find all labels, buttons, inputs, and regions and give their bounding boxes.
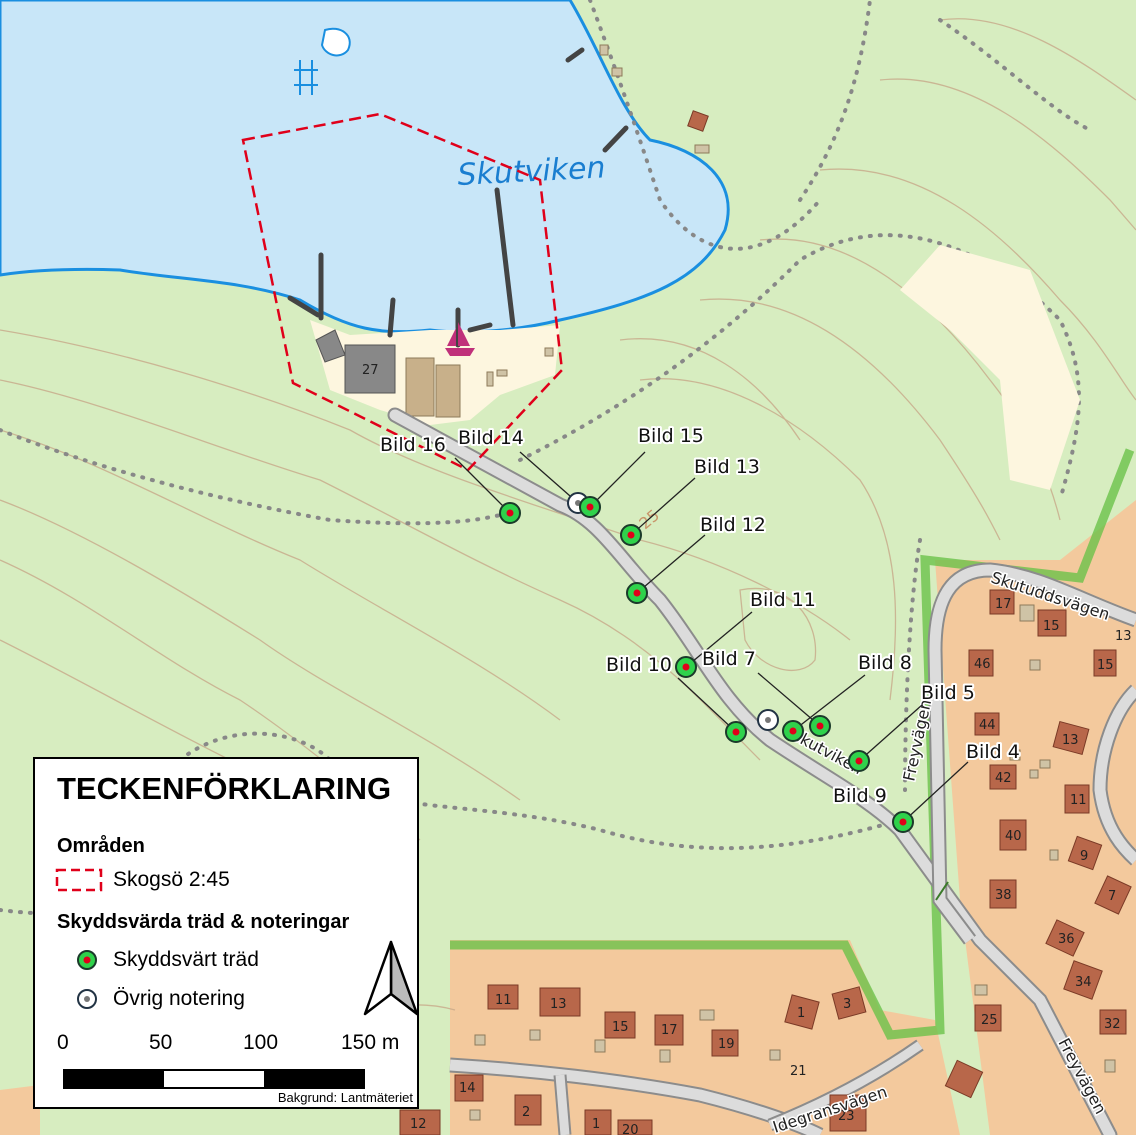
svg-text:11: 11 <box>1070 793 1087 808</box>
svg-text:34: 34 <box>1075 975 1092 990</box>
water-skutviken <box>0 0 730 334</box>
tree-marker-bild-10[interactable] <box>725 721 747 743</box>
legend-tree-label: Skyddsvärt träd <box>113 948 259 971</box>
photo-label-5: Bild 5 <box>921 682 975 704</box>
north-arrow-icon <box>363 940 419 1016</box>
legend-tree-icon <box>77 950 97 970</box>
svg-text:9: 9 <box>1080 849 1088 864</box>
svg-text:3: 3 <box>843 997 851 1012</box>
photo-label-8: Bild 8 <box>858 652 912 674</box>
photo-label-7: Bild 7 <box>702 648 756 670</box>
svg-text:12: 12 <box>410 1117 427 1132</box>
svg-text:38: 38 <box>995 888 1012 903</box>
building-27-number: 27 <box>362 363 379 378</box>
scale-bar <box>63 1069 365 1089</box>
photo-label-15: Bild 15 <box>638 425 704 447</box>
scale-label-50: 50 <box>149 1031 173 1054</box>
svg-text:46: 46 <box>974 657 991 672</box>
photo-label-13: Bild 13 <box>694 456 760 478</box>
tree-marker-bild-7[interactable] <box>809 715 831 737</box>
roads <box>387 407 1136 1135</box>
area-boundary-skogso[interactable] <box>241 112 564 472</box>
svg-text:2: 2 <box>522 1105 530 1120</box>
svg-text:32: 32 <box>1104 1017 1121 1032</box>
svg-text:1: 1 <box>592 1117 600 1132</box>
scale-label-150: 150 m <box>341 1031 400 1054</box>
svg-text:21: 21 <box>790 1064 807 1079</box>
svg-text:23: 23 <box>838 1109 855 1124</box>
svg-text:17: 17 <box>995 597 1012 612</box>
gate-marker <box>935 881 949 901</box>
residential-buildings <box>399 589 1132 1135</box>
svg-text:20: 20 <box>622 1123 639 1135</box>
svg-text:36: 36 <box>1058 932 1075 947</box>
scale-label-100: 100 <box>243 1031 279 1054</box>
legend-title: TECKENFÖRKLARING <box>57 771 392 806</box>
svg-text:1: 1 <box>797 1006 805 1021</box>
marina-boat-icon <box>445 322 475 356</box>
svg-text:15: 15 <box>1097 658 1114 673</box>
photo-label-9: Bild 9 <box>833 785 887 807</box>
svg-text:19: 19 <box>718 1037 735 1052</box>
photo-label-10: Bild 10 <box>606 654 672 676</box>
svg-text:25: 25 <box>981 1013 998 1028</box>
tree-marker-bild-4[interactable] <box>892 811 914 833</box>
dotted-trails <box>0 0 1092 916</box>
legend-note-label: Övrig notering <box>113 987 245 1010</box>
legend-area-label: Skogsö 2:45 <box>113 868 230 891</box>
leader-lines <box>454 451 969 823</box>
svg-text:13: 13 <box>1115 629 1132 644</box>
house-number-labels: 17 15 13 46 15 44 13 42 11 40 9 38 7 36 … <box>410 597 1132 1135</box>
svg-text:7: 7 <box>1108 889 1116 904</box>
water-label-skutviken: Skutviken <box>457 150 607 193</box>
note-marker-bild-9[interactable] <box>757 709 779 731</box>
tree-marker-bild-16[interactable] <box>499 502 521 524</box>
tree-marker-bild-13[interactable] <box>620 524 642 546</box>
open-land <box>900 245 1080 490</box>
tree-marker-bild-5[interactable] <box>848 750 870 772</box>
svg-text:44: 44 <box>979 718 996 733</box>
north-buildings <box>599 44 710 154</box>
svg-text:15: 15 <box>612 1020 629 1035</box>
tree-marker-bild-11[interactable] <box>675 656 697 678</box>
green-boundary <box>450 448 1135 1040</box>
scale-label-0: 0 <box>57 1031 69 1054</box>
harbor-buildings <box>315 329 554 418</box>
tree-marker-bild-12[interactable] <box>626 582 648 604</box>
photo-label-12: Bild 12 <box>700 514 766 536</box>
svg-text:15: 15 <box>1043 619 1060 634</box>
legend-area-swatch <box>55 868 103 892</box>
photo-label-16: Bild 16 <box>380 434 446 456</box>
photo-label-11: Bild 11 <box>750 589 816 611</box>
svg-text:40: 40 <box>1005 829 1022 844</box>
photo-label-14: Bild 14 <box>458 427 524 449</box>
svg-text:14: 14 <box>459 1081 476 1096</box>
residential-area-sw <box>0 1085 40 1135</box>
legend-section-areas: Områden <box>57 835 145 857</box>
svg-text:17: 17 <box>661 1023 678 1038</box>
islet <box>320 27 351 57</box>
legend-note-icon <box>77 989 97 1009</box>
svg-text:11: 11 <box>495 993 512 1008</box>
svg-text:42: 42 <box>995 771 1012 786</box>
tree-marker-bild-8[interactable] <box>782 720 804 742</box>
tree-marker-bild-15[interactable] <box>579 496 601 518</box>
background-credit: Bakgrund: Lantmäteriet <box>277 1090 413 1105</box>
photo-label-4: Bild 4 <box>966 741 1020 763</box>
svg-text:13: 13 <box>550 997 567 1012</box>
svg-text:13: 13 <box>1062 733 1079 748</box>
legend-section-trees: Skyddsvärda träd & noteringar <box>57 911 350 933</box>
reef-symbol <box>294 60 318 95</box>
legend-panel: TECKENFÖRKLARING Områden Skogsö 2:45 Sky… <box>33 757 419 1109</box>
